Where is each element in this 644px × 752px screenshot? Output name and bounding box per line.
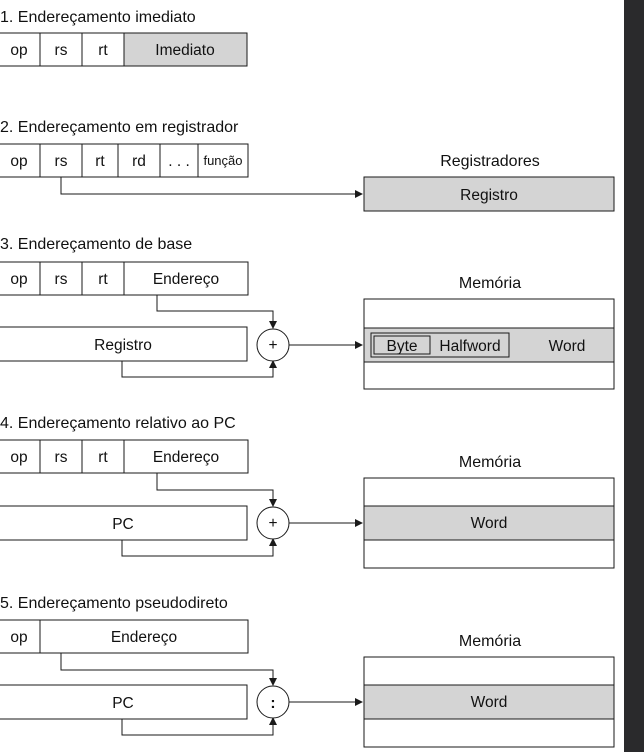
field-rs-label: rs [55,153,68,170]
memory-row-highlight [363,505,615,541]
memory-row [363,656,615,686]
field-funct-label: função [203,153,242,168]
mode-pseudodirect: 5. Endereçamento pseudodireto op Endereç… [0,595,615,748]
field-op-label: op [10,42,27,59]
memory-title: Memória [459,633,521,650]
addressing-modes-diagram: 1. Endereçamento imediato op rs rt Imedi… [0,9,615,748]
memory-row [363,477,615,507]
byte-box [373,335,431,355]
address-to-adder-arrow [156,473,277,507]
base-register-box [0,326,248,362]
field-op [0,261,41,296]
memory-row [363,361,615,390]
pc-box [0,505,248,541]
memory-title: Memória [459,275,521,292]
field-rt-label: rt [98,42,108,59]
pc-to-concat-arrow [121,717,277,736]
field-ellipsis [159,143,199,178]
pc-label: PC [112,516,134,533]
memory-row-highlight [363,684,615,720]
field-op-label: op [10,271,27,288]
mode-base: 3. Endereçamento de base op rs rt Endere… [0,236,615,390]
field-rs [39,439,83,474]
field-op-label: op [10,629,27,646]
pc-box [0,684,248,720]
mode-register: 2. Endereçamento em registrador op rs rt… [0,119,615,212]
mode-pc-relative: 4. Endereçamento relativo ao PC op rs rt… [0,415,615,569]
memory-row [363,718,615,748]
memory-row [363,298,615,329]
field-immediate [123,32,248,67]
field-rt-label: rt [98,271,108,288]
field-rs-label: rs [55,449,68,466]
pc-to-adder-arrow [121,538,277,557]
field-rt [81,439,125,474]
field-rs-label: rs [55,42,68,59]
field-address [123,439,249,474]
adder-symbol: + [268,337,277,354]
field-rt-label: rt [95,153,105,170]
field-op [0,32,41,67]
mode-pseudodirect-title: 5. Endereçamento pseudodireto [0,595,228,612]
field-rt [81,143,119,178]
field-op-label: op [10,449,27,466]
concat-symbol: : [270,695,275,712]
field-rd-label: rd [132,153,146,170]
pc-label: PC [112,695,134,712]
word-label: Word [471,515,508,532]
field-address-label: Endereço [153,449,219,466]
mode-immediate: 1. Endereçamento imediato op rs rt Imedi… [0,9,248,67]
base-register-label: Registro [94,337,152,354]
field-address [39,619,249,654]
field-immediate-label: Imediato [155,42,214,59]
field-funct [197,143,249,178]
registers-title: Registradores [440,153,540,170]
mode-register-title: 2. Endereçamento em registrador [0,119,239,136]
field-rt [81,32,125,67]
dark-edge [624,0,644,752]
field-rs-label: rs [55,271,68,288]
adder-symbol: + [268,515,277,532]
field-rd [117,143,161,178]
field-rt-label: rt [98,449,108,466]
mode-pc-relative-title: 4. Endereçamento relativo ao PC [0,415,236,432]
field-address [123,261,249,296]
register-to-adder-arrow [121,360,277,378]
mode-base-title: 3. Endereçamento de base [0,236,192,253]
address-to-concat-arrow [60,653,277,686]
register-cell-label: Registro [460,187,518,204]
field-rt [81,261,125,296]
halfword-label: Halfword [439,338,500,355]
word-label: Word [549,338,586,355]
address-to-adder-arrow [156,295,277,329]
field-ellipsis-label: . . . [168,153,190,170]
word-label: Word [471,694,508,711]
register-cell [363,176,615,212]
field-rs [39,32,83,67]
memory-title: Memória [459,454,521,471]
field-address-label: Endereço [111,629,177,646]
field-address-label: Endereço [153,271,219,288]
field-rs [39,143,83,178]
byte-label: Byte [386,338,417,355]
memory-row [363,539,615,569]
mode-immediate-title: 1. Endereçamento imediato [0,9,196,26]
register-arrow [60,177,363,198]
field-op-label: op [10,153,27,170]
